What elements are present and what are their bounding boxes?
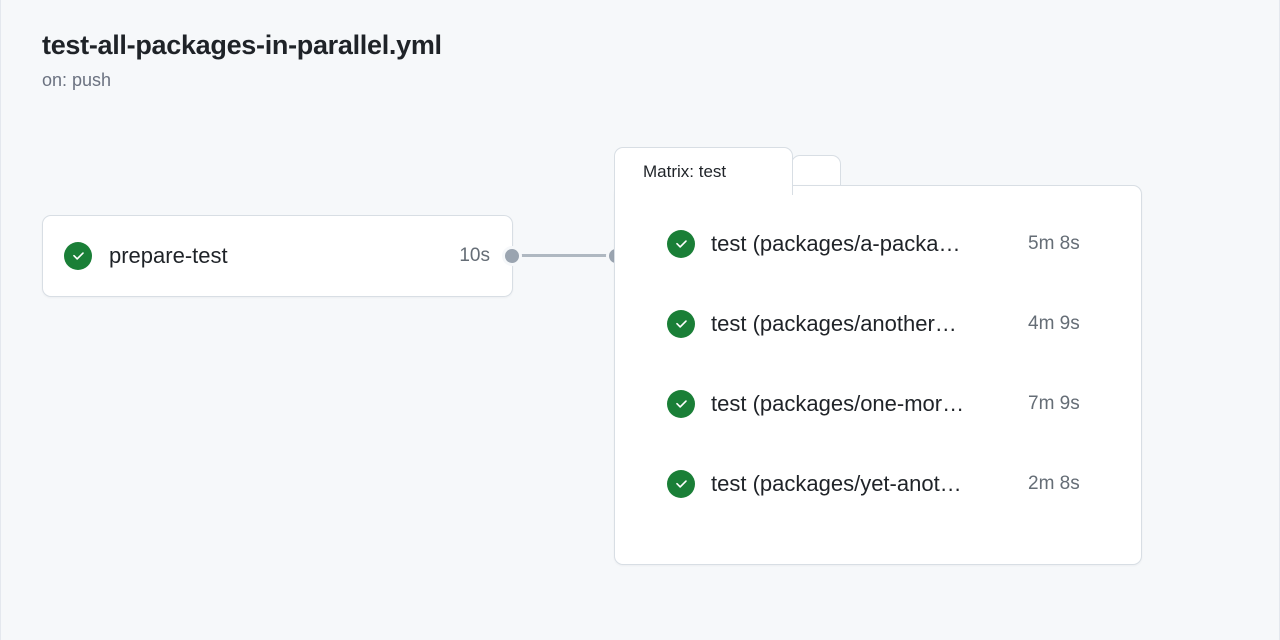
matrix-tab-label: Matrix: test	[643, 161, 727, 181]
job-duration-label: 2m 8s	[1028, 473, 1080, 494]
job-duration-label: 7m 9s	[1028, 393, 1080, 414]
matrix-group-body	[614, 185, 1142, 565]
workflow-title: test-all-packages-in-parallel.yml	[42, 30, 442, 60]
check-circle-success-icon	[64, 242, 92, 270]
matrix-tab[interactable]: Matrix: test	[614, 147, 793, 195]
check-circle-success-icon	[667, 390, 695, 418]
matrix-job-row[interactable]: test (packages/another… 4m 9s	[614, 284, 1142, 364]
job-duration-label: 4m 9s	[1028, 313, 1080, 334]
connector-dot-out	[502, 246, 522, 266]
edge-prepare-test-to-matrix	[513, 254, 617, 257]
job-duration-label: 10s	[459, 245, 490, 266]
job-name-label: test (packages/another…	[711, 311, 957, 336]
matrix-group-test: Matrix: test test (packages/a-packa… 5m …	[614, 147, 1142, 565]
check-circle-success-icon	[667, 310, 695, 338]
workflow-trigger: on: push	[42, 70, 112, 90]
job-name-label: test (packages/yet-anot…	[711, 471, 962, 496]
job-name-label: test (packages/one-mor…	[711, 391, 965, 416]
matrix-job-row[interactable]: test (packages/one-mor… 7m 9s	[614, 364, 1142, 444]
matrix-job-row[interactable]: test (packages/yet-anot… 2m 8s	[614, 444, 1142, 524]
matrix-job-row[interactable]: test (packages/a-packa… 5m 8s	[614, 204, 1142, 284]
job-name-label: prepare-test	[109, 243, 228, 268]
job-duration-label: 5m 8s	[1028, 233, 1080, 254]
check-circle-success-icon	[667, 230, 695, 258]
check-circle-success-icon	[667, 470, 695, 498]
workflow-header: test-all-packages-in-parallel.yml on: pu…	[42, 28, 442, 92]
job-name-label: test (packages/a-packa…	[711, 231, 961, 256]
job-node-prepare-test[interactable]: prepare-test 10s	[42, 215, 513, 297]
matrix-job-list: test (packages/a-packa… 5m 8s test (pack…	[614, 147, 1142, 527]
